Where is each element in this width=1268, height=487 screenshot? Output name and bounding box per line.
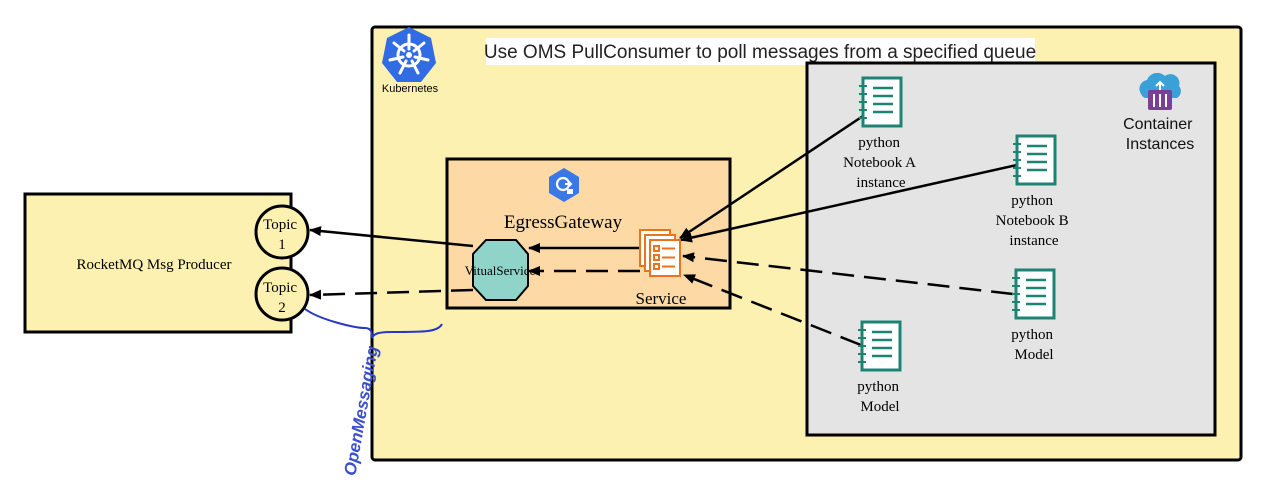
svg-text:Topic 1: Topic 1 <box>263 217 301 253</box>
notebook-b-icon[interactable] <box>1011 134 1057 186</box>
model-bottom-label: python Model <box>857 379 902 415</box>
topic-1[interactable]: Topic 1 <box>254 204 310 260</box>
svg-text:Topic 2: Topic 2 <box>263 280 301 316</box>
arrow-notebook-b-to-service <box>680 163 1018 243</box>
container-instances-icon <box>1139 72 1181 110</box>
openmessaging-brace <box>304 308 443 339</box>
kubernetes-label: Kubernetes <box>382 83 439 95</box>
notebook-a-label: python Notebook A instance <box>843 135 919 191</box>
producer-label: RocketMQ Msg Producer <box>77 257 232 273</box>
arrow-virtualservice-to-topic-2 <box>309 288 474 300</box>
arrow-model-right-to-service <box>682 252 1014 296</box>
notebook-b-label: python Notebook B instance <box>996 193 1073 249</box>
arrow-notebook-a-to-service <box>679 114 864 240</box>
egress-gateway-icon <box>549 168 579 202</box>
container-instances-label: Container Instances <box>1123 116 1197 153</box>
notebook-a-icon[interactable] <box>857 76 903 128</box>
banner-background <box>486 38 1035 65</box>
topic-2[interactable]: Topic 2 <box>254 266 310 322</box>
service-icon[interactable] <box>639 229 681 277</box>
producer-box <box>23 192 293 334</box>
kubernetes-icon <box>382 27 436 82</box>
banner-text: Use OMS PullConsumer to poll messages fr… <box>484 42 1036 63</box>
virtual-service-label: VitualService <box>465 263 536 278</box>
service-label: Service <box>636 289 687 308</box>
arrow-virtualservice-to-topic-1 <box>309 226 474 248</box>
model-right-label: python Model <box>1011 327 1056 363</box>
model-right-icon[interactable] <box>1010 268 1056 320</box>
virtual-service-octagon[interactable] <box>472 239 529 301</box>
model-bottom-icon[interactable] <box>856 320 902 372</box>
egress-gateway-label: EgressGateway <box>504 212 623 233</box>
